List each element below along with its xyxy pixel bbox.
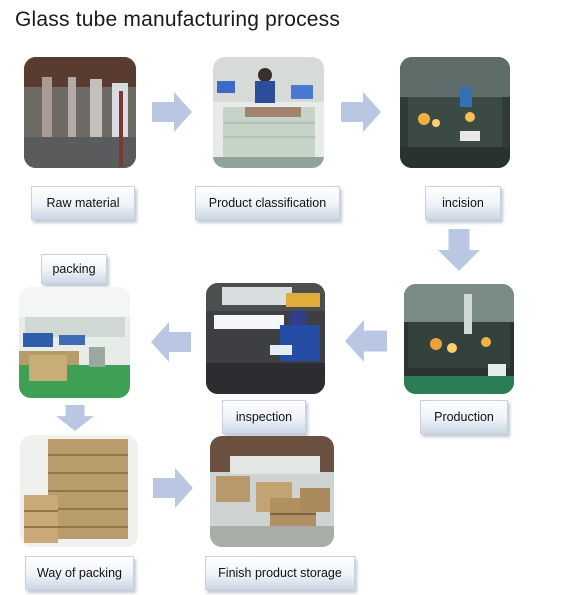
raw-material-label: Raw material [31, 186, 135, 220]
arrow-right-icon [153, 468, 193, 508]
packing-label: packing [41, 254, 107, 284]
inspection-photo [206, 283, 325, 394]
diagram-title: Glass tube manufacturing process [15, 8, 341, 31]
way-of-packing-photo [20, 435, 138, 547]
inspection-label: inspection [222, 400, 306, 434]
raw-material-photo [24, 57, 136, 168]
arrow-left-icon [345, 320, 387, 362]
arrow-left-icon [151, 322, 191, 362]
incision-label: incision [425, 186, 501, 220]
arrow-down-icon [56, 405, 94, 431]
product-classification-photo [213, 57, 324, 168]
way-of-packing-label: Way of packing [25, 556, 134, 590]
packing-photo [19, 287, 130, 398]
arrow-right-icon [152, 92, 192, 132]
finish-product-storage-label: Finish product storage [205, 556, 355, 590]
finish-product-storage-photo [210, 436, 334, 547]
arrow-down-icon [438, 229, 480, 271]
production-label: Production [420, 400, 508, 434]
production-photo [404, 284, 514, 394]
arrow-right-icon [341, 92, 381, 132]
product-classification-label: Product classification [195, 186, 340, 220]
incision-photo [400, 57, 510, 168]
